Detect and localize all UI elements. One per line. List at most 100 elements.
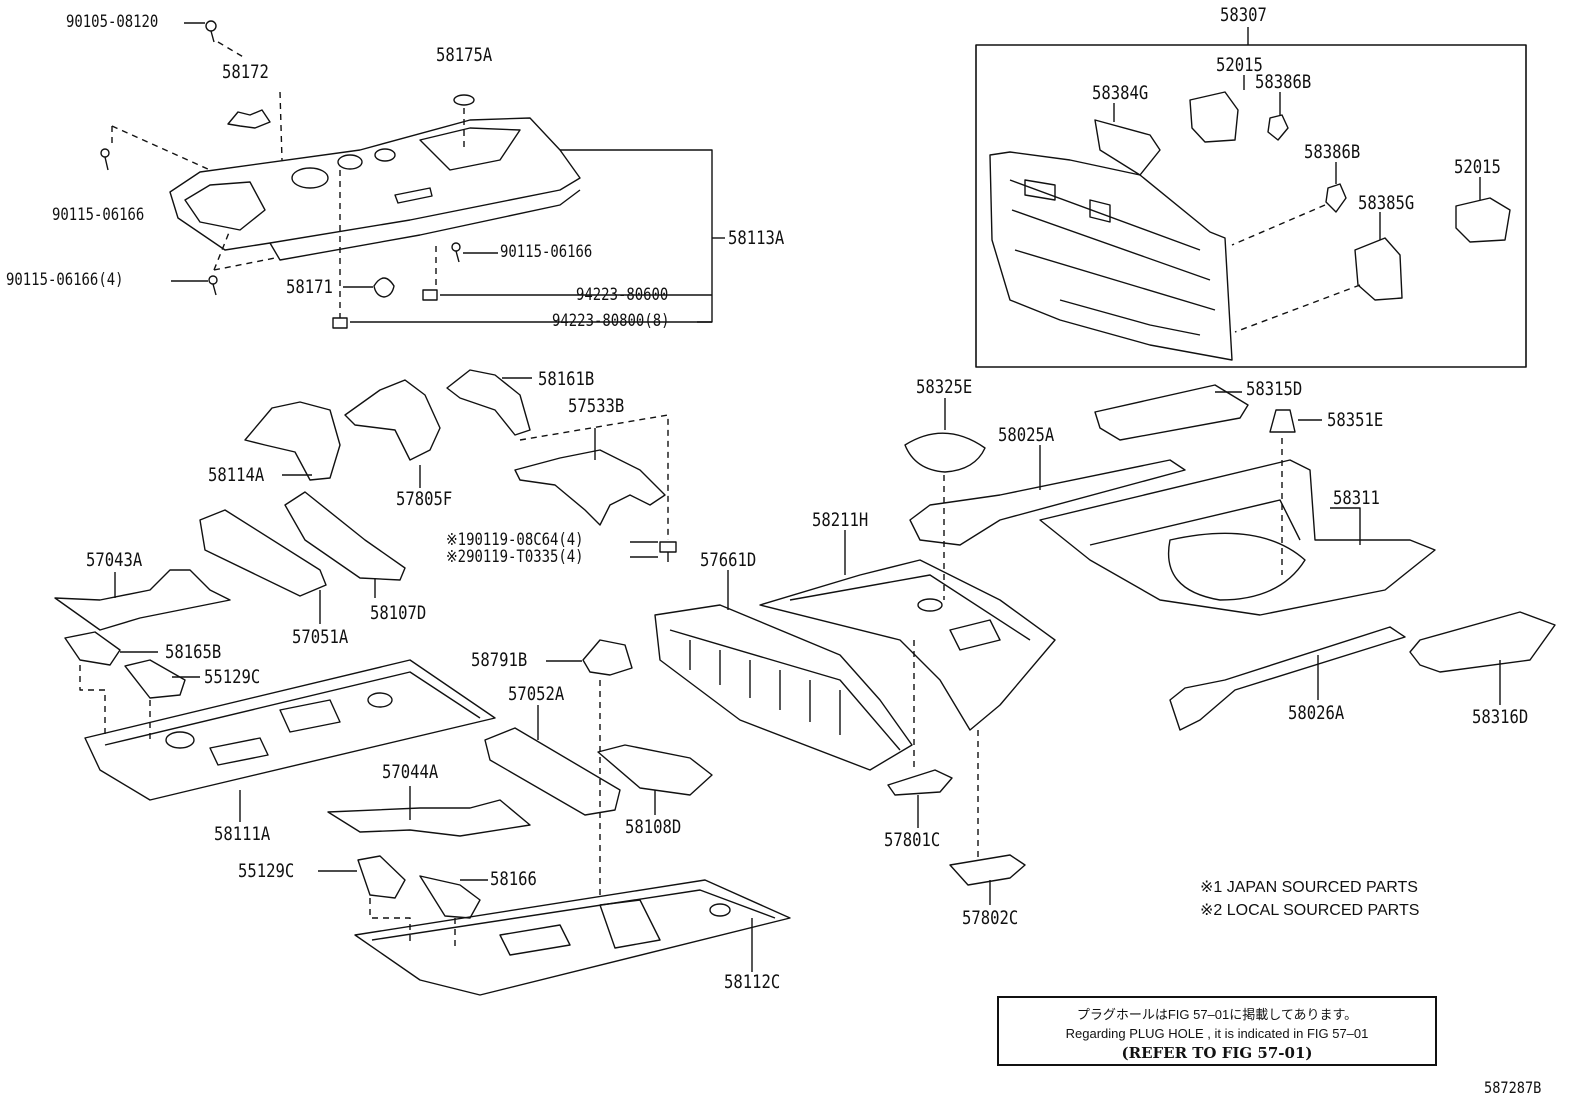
front-floor-58113A [169,117,581,261]
label-58315D: 58315D [1246,378,1303,400]
label-58114A: 58114A [208,464,265,486]
label-57051A: 57051A [292,626,349,648]
label-58386B-b: 58386B [1304,141,1361,163]
bracket-57533B [514,449,666,526]
member-57043A [54,569,231,631]
screw-90105-08120 [205,20,217,43]
member-58025A [909,459,1186,546]
floor-pan-58112C [354,879,791,996]
label-58307: 58307 [1220,4,1267,26]
label-58107D: 58107D [370,602,427,624]
bracket-58166 [419,875,481,919]
reference-box: プラグホールはFIG 57–01に掲載してあります。 Regarding PLU… [997,996,1437,1066]
label-58385G: 58385G [1358,192,1415,214]
member-57052A [484,727,621,816]
member-57051A [199,509,327,597]
label-57533B: 57533B [568,395,625,417]
member-58026A [1169,626,1406,731]
label-55129C-b: 55129C [238,860,295,882]
label-90115-06166-b: 90115-06166 [500,242,593,262]
label-58112C: 58112C [724,971,781,993]
pan-58315D [1094,384,1249,441]
label-58351E: 58351E [1327,409,1384,431]
bracket-58161B [446,369,531,436]
plug-58175A [453,94,475,106]
label-58166: 58166 [490,868,537,890]
label-58172: 58172 [222,61,269,83]
label-58113A: 58113A [728,227,785,249]
bracket-58165B [64,631,121,666]
rear-floor-58311 [1039,459,1436,616]
reference-english: Regarding PLUG HOLE , it is indicated in… [1065,1026,1369,1041]
label-57052A: 57052A [508,683,565,705]
bolt-90119 [659,541,677,562]
reference-japanese: プラグホールはFIG 57–01に掲載してあります。 [1076,1007,1358,1022]
bracket-57805F [344,379,441,461]
bracket-55129C-b [357,855,406,899]
bracket-58385G [1354,237,1403,301]
bracket-58791B [582,639,633,676]
bracket-58386B-b [1325,183,1347,213]
label-57802C: 57802C [962,907,1019,929]
label-94223-80800-8: 94223-80800(8) [552,311,670,331]
member-58108D [597,744,713,796]
nut-94223-80800 [332,317,348,329]
note-local-sourced: ※2 LOCAL SOURCED PARTS [1200,902,1420,919]
label-57805F: 57805F [396,488,453,510]
label-55129C-a: 55129C [204,666,261,688]
label-57801C: 57801C [884,829,941,851]
rear-panel-58307 [989,151,1233,361]
label-90119-T0335-4: ※290119-T0335(4) [446,547,584,567]
label-58171: 58171 [286,276,333,298]
note-japan-sourced: ※1 JAPAN SOURCED PARTS [1200,879,1418,896]
label-58108D: 58108D [625,816,682,838]
label-94223-80600: 94223-80600 [576,285,669,305]
label-58165B: 58165B [165,641,222,663]
label-58175A: 58175A [436,44,493,66]
assembly-58307-box [975,44,1527,368]
label-57043A: 57043A [86,549,143,571]
label-58316D: 58316D [1472,706,1529,728]
reference-fig: (REFER TO FIG 57-01) [1121,1044,1313,1062]
label-58311: 58311 [1333,487,1380,509]
bracket-58114A [244,401,341,481]
screw-90115-06166-a [100,148,110,171]
bracket-58172 [227,109,271,129]
member-58107D [284,491,406,581]
plug-58325E [904,432,986,473]
bracket-58384G [1094,119,1161,176]
label-58386B-a: 58386B [1255,71,1312,93]
floor-pan-58111A [84,659,496,801]
label-90115-06166-4: 90115-06166(4) [6,270,124,290]
label-58111A: 58111A [214,823,271,845]
panel-58211H [759,559,1056,731]
member-57044A [327,799,531,837]
label-52015-b: 52015 [1454,156,1501,178]
cap-58351E [1269,409,1296,433]
source-notes: ※1 JAPAN SOURCED PARTS ※2 LOCAL SOURCED … [1200,876,1419,922]
label-90119-08C64-4: ※190119-08C64(4) [446,530,584,550]
label-58025A: 58025A [998,424,1055,446]
label-90115-06166-a: 90115-06166 [52,205,145,225]
screw-90115-06166-c [208,275,218,296]
plug-58171 [373,277,395,298]
label-58384G: 58384G [1092,82,1149,104]
label-58161B: 58161B [538,368,595,390]
bracket-52015-b [1455,197,1511,243]
bracket-58386B-a [1267,114,1289,141]
label-58325E: 58325E [916,376,973,398]
label-58026A: 58026A [1288,702,1345,724]
nut-94223-80600 [422,289,438,301]
label-90105-08120: 90105-08120 [66,12,159,32]
bracket-52015-a [1189,91,1239,143]
figure-id: 587287B [1484,1078,1542,1097]
pan-58316D [1409,611,1556,673]
bracket-55129C-a [124,659,186,699]
label-52015-a: 52015 [1216,54,1263,76]
label-58211H: 58211H [812,509,869,531]
label-57044A: 57044A [382,761,439,783]
label-57661D: 57661D [700,549,757,571]
panel-57661D [654,604,913,771]
